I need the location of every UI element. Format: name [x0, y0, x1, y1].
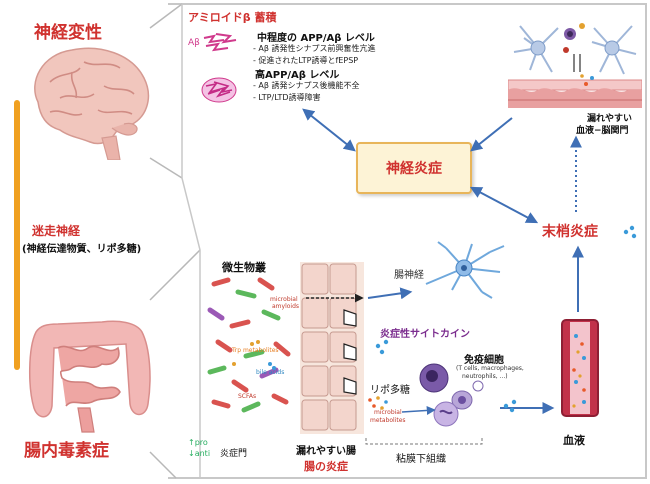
- peripheral-inflammation-label: 末梢炎症: [542, 224, 598, 240]
- amyloid-title: アミロイドβ 蓄積: [188, 11, 277, 24]
- brain-illustration: [34, 47, 150, 160]
- anti-label: ↓anti: [188, 449, 211, 458]
- enteric-neuron-illustration: [425, 241, 505, 299]
- lps-label: リポ多糖: [370, 385, 410, 396]
- scfas-label: SCFAs: [238, 393, 257, 400]
- metabolite-dots: [368, 396, 388, 410]
- neuroinflammation-label: 神経炎症: [386, 161, 442, 177]
- high-item-1: - Aβ 誘発シナプス後機能不全: [253, 81, 360, 90]
- microbial-metabolites-label-2: metabolites: [370, 417, 406, 424]
- pro-label: ↑pro: [188, 438, 208, 447]
- submucosa-bracket: [365, 438, 483, 445]
- immune-cells-label: 免疫細胞: [464, 355, 504, 366]
- cytokine-dots: [375, 225, 637, 413]
- dysbiosis-label: 腸内毒素症: [24, 441, 109, 461]
- blood-label: 血液: [563, 434, 585, 447]
- gut-inflammation-label: 腸の炎症: [304, 460, 348, 473]
- neurodegeneration-label: 神経変性: [34, 23, 102, 43]
- immune-cells-illustration: [419, 363, 484, 427]
- abeta-tag: Aβ: [188, 38, 200, 48]
- moderate-item-1: - Aβ 誘発性シナプス前興奮性亢進: [253, 44, 376, 53]
- bile-acids-label: bile acids: [256, 369, 285, 376]
- microbial-metabolites-label-1: microbial: [374, 409, 402, 416]
- microbial-amyloids-label-2: amyloids: [272, 303, 300, 310]
- abeta-plaque-icon: [201, 77, 237, 103]
- immune-cells-sub-2: neutrophils, ...): [462, 373, 508, 380]
- intestine-illustration: [28, 320, 151, 433]
- cytokines-label: 炎症性サイトカイン: [380, 329, 470, 340]
- vagus-nerve-sublabel: (神経伝達物質、リポ多糖): [22, 244, 142, 255]
- arrow-gut-enteric: [367, 287, 413, 300]
- leaky-gut-label: 漏れやすい腸: [296, 446, 356, 457]
- arrow-bbb-neuroinflammation: [470, 117, 513, 152]
- arrow-neuro-peripheral: [469, 186, 539, 224]
- immune-cells-sub-1: (T cells, macrophages,: [456, 365, 524, 372]
- arrow-metabolites-immune: [401, 405, 436, 415]
- inflammation-gate-label: 炎症門: [220, 449, 248, 459]
- high-level-title: 高APP/Aβ レベル: [255, 70, 340, 81]
- gut-epithelium: [300, 262, 364, 434]
- moderate-level-title: 中程度の APP/Aβ レベル: [257, 33, 375, 44]
- enteric-nerve-label: 腸神経: [394, 270, 424, 281]
- microbiota-illustration: [207, 277, 291, 413]
- vagus-nerve-line: [14, 100, 20, 370]
- moderate-item-2: - 促進されたLTP誘導とfEPSP: [253, 56, 359, 65]
- submucosa-label: 粘膜下組織: [396, 454, 446, 465]
- leaky-bbb-label-2: 血液−脳関門: [576, 126, 629, 136]
- abeta-oligomer-icon: [203, 33, 237, 52]
- high-item-2: - LTP/LTD誘導障害: [253, 93, 321, 102]
- trp-metabolites-label: Trp metabolites: [232, 347, 279, 354]
- vagus-nerve-label: 迷走神経: [32, 224, 81, 238]
- neuroinflammation-box: 神経炎症: [356, 142, 472, 194]
- microbiota-title: 微生物叢: [222, 261, 266, 274]
- microbial-amyloids-label-1: microbial: [270, 296, 298, 303]
- arrow-amyloid-neuroinflammation: [302, 108, 356, 152]
- blood-vessel: [561, 319, 599, 417]
- leaky-bbb-label-1: 漏れやすい: [587, 114, 633, 124]
- bbb-illustration: [508, 23, 642, 108]
